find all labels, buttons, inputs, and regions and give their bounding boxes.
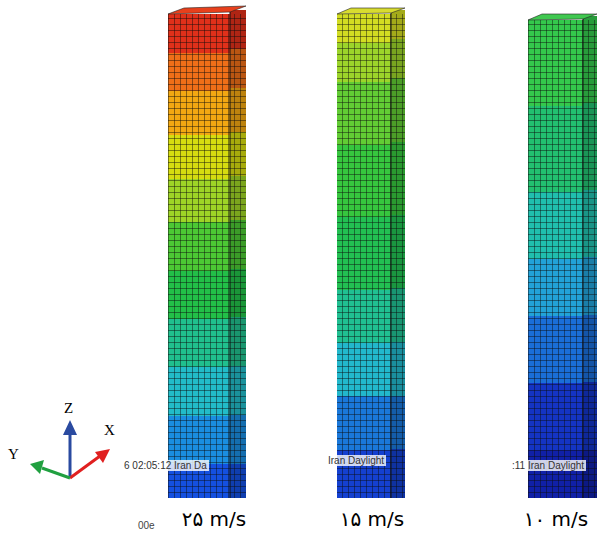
speed-label: ۱۵ m/s <box>340 508 404 530</box>
column-25 <box>168 6 246 498</box>
timestamp-watermark: :11 Iran Daylight <box>510 460 586 471</box>
axis-label: X <box>104 422 115 439</box>
column-15 <box>337 8 405 498</box>
timestamp-watermark: Iran Daylight <box>326 455 386 466</box>
legend-fragment: 00e <box>138 520 155 531</box>
axis-label: Z <box>64 400 73 417</box>
speed-label: ۱۰ m/s <box>524 508 588 530</box>
column-10 <box>528 14 597 498</box>
axis-label: Y <box>8 446 19 463</box>
speed-label: ۲۵ m/s <box>182 508 246 530</box>
timestamp-watermark: 6 02:05:12 Iran Da <box>122 460 209 471</box>
axis-triad <box>30 420 110 478</box>
